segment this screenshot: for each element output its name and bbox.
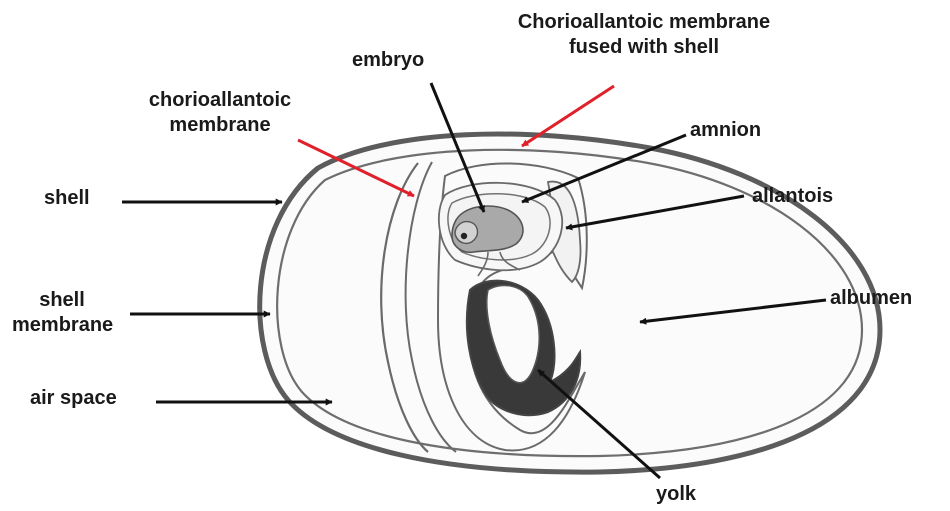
label-shell-membrane-line1: shell <box>12 288 112 313</box>
label-albumen: albumen <box>830 286 912 311</box>
embryo-eye <box>461 233 467 239</box>
label-chorio-fused-line1: Chorioallantoic membrane <box>494 10 794 35</box>
label-chorio-fused-line2: fused with shell <box>494 35 794 60</box>
label-allantois: allantois <box>752 184 833 209</box>
label-shell-membrane-line2: membrane <box>12 313 112 338</box>
embryo-head <box>455 222 477 244</box>
label-chorio-fused: Chorioallantoic membrane fused with shel… <box>494 10 794 60</box>
label-chorioallantoic: chorioallantoic membrane <box>120 88 320 138</box>
label-chorioallantoic-line2: membrane <box>120 113 320 138</box>
label-shell-membrane: shell membrane <box>12 288 112 338</box>
label-amnion: amnion <box>690 118 761 143</box>
label-shell: shell <box>44 186 90 211</box>
label-air-space: air space <box>30 386 117 411</box>
label-yolk: yolk <box>656 482 696 507</box>
label-chorioallantoic-line1: chorioallantoic <box>120 88 320 113</box>
label-embryo: embryo <box>352 48 424 73</box>
